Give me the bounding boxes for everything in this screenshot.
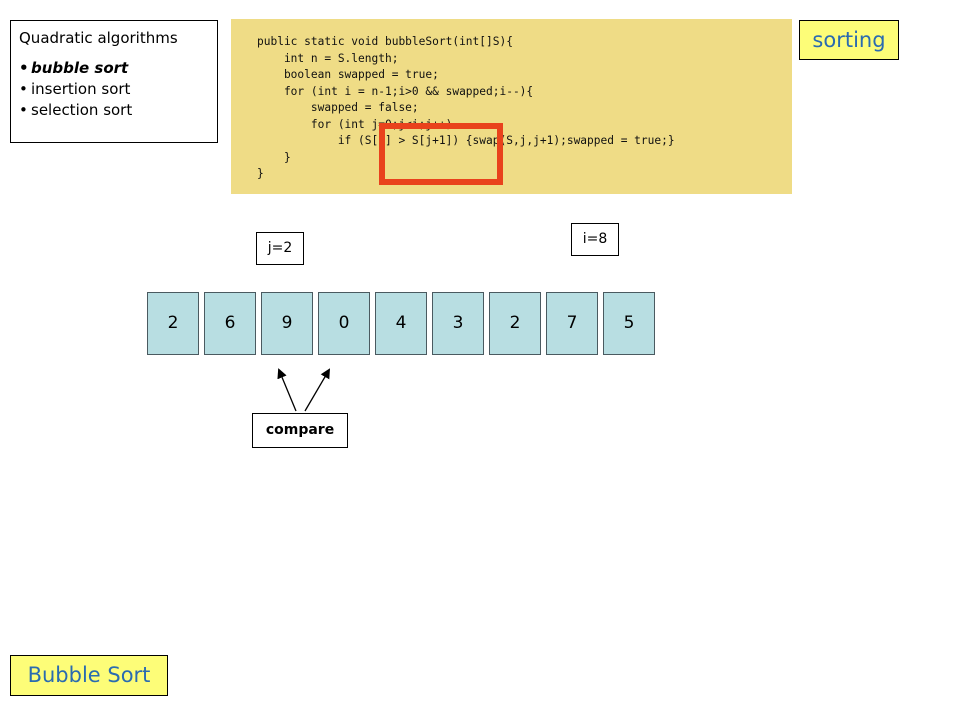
code-line: }: [257, 167, 264, 180]
arrow-left: [277, 368, 297, 412]
algorithm-list: bubble sort insertion sort selection sor…: [19, 58, 209, 121]
condition-highlight-box: [379, 123, 503, 185]
code-line: int n = S.length;: [257, 51, 399, 65]
array-cell: 2: [489, 292, 541, 355]
arrow-right: [304, 368, 331, 412]
algorithm-item-insertion-sort: insertion sort: [19, 79, 209, 100]
code-block: public static void bubbleSort(int[]S){ i…: [257, 34, 792, 183]
j-counter: j=2: [256, 232, 304, 265]
array-cell: 9: [261, 292, 313, 355]
algorithm-list-title: Quadratic algorithms: [19, 29, 178, 47]
slide-title: Bubble Sort: [10, 655, 168, 696]
i-counter: i=8: [571, 223, 619, 256]
code-line: boolean swapped = true;: [257, 68, 439, 81]
array-cell: 4: [375, 292, 427, 355]
code-panel: public static void bubbleSort(int[]S){ i…: [231, 19, 792, 194]
array-cell: 0: [318, 292, 370, 355]
algorithm-list-panel: Quadratic algorithms bubble sort inserti…: [10, 20, 218, 143]
algorithm-item-bubble-sort: bubble sort: [19, 58, 209, 79]
code-line: for (int i = n-1;i>0 && swapped;i--){: [257, 84, 534, 98]
algorithm-item-selection-sort: selection sort: [19, 100, 209, 121]
array-cell: 6: [204, 292, 256, 355]
code-line: swapped = false;: [257, 101, 419, 114]
compare-label: compare: [252, 413, 348, 448]
array-cell: 2: [147, 292, 199, 355]
code-line: }: [257, 150, 291, 164]
topic-tag: sorting: [799, 20, 899, 60]
array-cell: 3: [432, 292, 484, 355]
code-line: public static void bubbleSort(int[]S){: [257, 35, 513, 48]
array-cell: 5: [603, 292, 655, 355]
array-cell: 7: [546, 292, 598, 355]
